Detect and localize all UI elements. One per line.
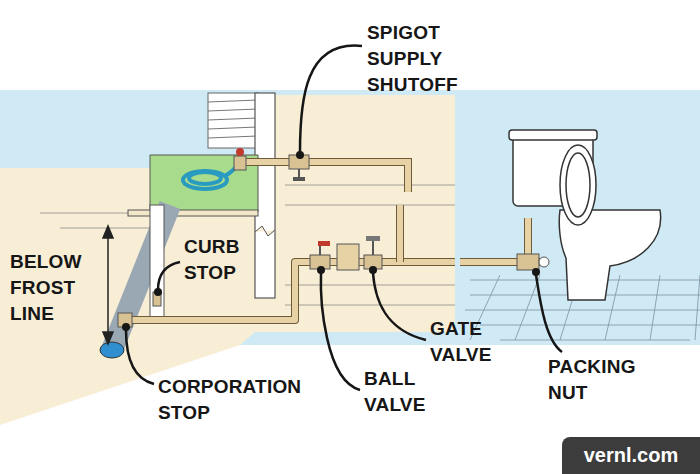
callout-label: BALL VALVE bbox=[364, 366, 454, 418]
callout-label: PACKING NUT bbox=[548, 354, 658, 406]
callout-label: CORPORATION STOP bbox=[158, 374, 318, 426]
branch-pipe bbox=[240, 162, 408, 262]
ball-valve bbox=[310, 241, 330, 269]
grass bbox=[150, 155, 258, 212]
curb-stop-box bbox=[150, 205, 164, 323]
service-pipe bbox=[125, 262, 455, 320]
spigot bbox=[234, 148, 246, 170]
siding bbox=[208, 93, 258, 148]
toilet bbox=[509, 130, 661, 300]
gate-valve bbox=[364, 236, 382, 269]
frost-arrow bbox=[103, 226, 113, 344]
callout-label: GATE VALVE bbox=[430, 316, 520, 368]
dimension-label: BELOW FROST LINE bbox=[10, 249, 90, 327]
leader-lines bbox=[126, 46, 562, 390]
spigot-shutoff bbox=[289, 155, 309, 181]
shutoff-valve bbox=[517, 254, 539, 270]
hose bbox=[183, 160, 240, 189]
watermark: vernl.com bbox=[562, 437, 700, 474]
callout-label: SPIGOT SUPPLY SHUTOFF bbox=[367, 20, 487, 98]
pressure-regulator bbox=[337, 244, 359, 270]
callout-label: CURB STOP bbox=[184, 234, 264, 286]
